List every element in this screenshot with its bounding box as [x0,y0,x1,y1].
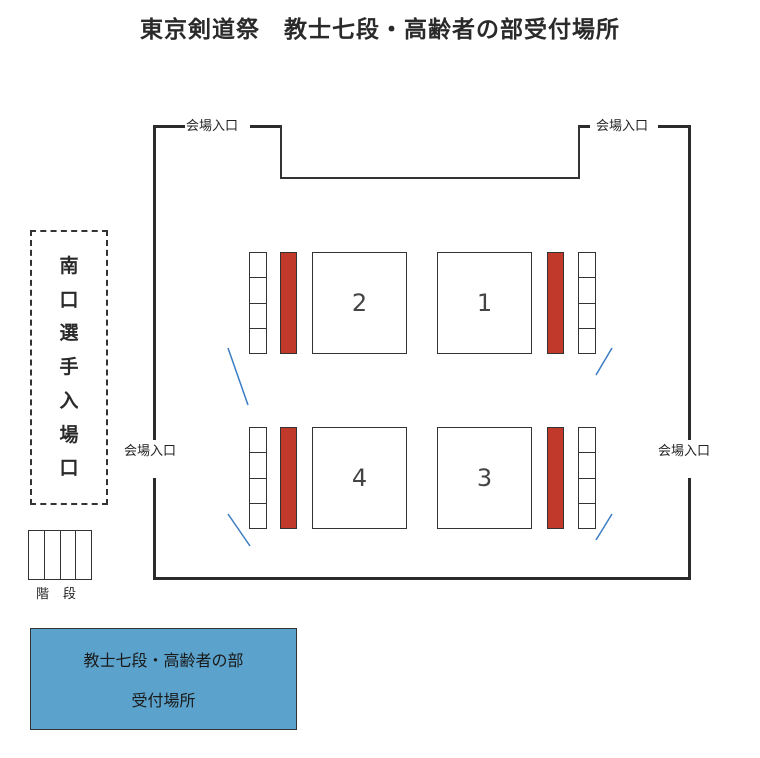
entrance-label-left: 会場入口 [124,444,177,460]
venue-wall-top-right [658,125,691,128]
venue-wall-left-lower [153,478,156,580]
reception-line-1: 教士七段・高齢者の部 [83,651,244,670]
venue-wall-bottom [153,577,691,580]
south-entrance-char: 手 [59,356,79,378]
venue-wall-left-upper [153,125,156,440]
diagonal-line-right-top [595,347,613,376]
venue-wall-right-lower [688,478,691,580]
diagonal-line-left-bottom [227,513,251,547]
south-entrance-char: 選 [59,322,79,345]
page-title: 東京剣道祭 教士七段・高齢者の部受付場所 [140,17,620,43]
seat-rack-right-top [578,252,596,354]
red-bench-right-top [547,252,564,354]
venue-wall-top-left [153,125,185,128]
red-bench-right-bottom [547,427,564,529]
diagonal-line-right-bottom [595,513,613,541]
seat-rack-left-top [249,252,267,354]
seat-rack-right-bottom [578,427,596,529]
south-entrance-char: 場 [59,423,79,446]
court-number: 2 [351,289,368,317]
south-entrance-char: 口 [59,288,79,311]
stairs-label: 階段 [36,587,91,602]
south-entrance-char: 南 [59,254,79,277]
diagonal-line-left-top [227,347,249,406]
red-bench-left-bottom [280,427,297,529]
reception-area: 教士七段・高齢者の部 受付場所 [30,628,297,730]
entrance-label-top-left: 会場入口 [186,119,239,135]
seat-rack-left-bottom [249,427,267,529]
court-2: 2 [312,252,407,354]
court-number: 3 [476,464,493,492]
stairs [28,530,92,580]
entrance-label-top-right: 会場入口 [596,119,649,135]
court-number: 1 [476,289,493,317]
court-number: 4 [351,464,368,492]
venue-wall-right-upper [688,125,691,440]
red-bench-left-top [280,252,297,354]
court-3: 3 [437,427,532,529]
south-entrance-char: 口 [59,457,79,480]
stage [280,125,580,179]
entrance-label-right: 会場入口 [658,444,711,460]
court-4: 4 [312,427,407,529]
reception-line-2: 受付場所 [131,691,196,710]
south-entrance-char: 入 [59,389,79,412]
court-1: 1 [437,252,532,354]
south-player-entrance: 南 口 選 手 入 場 口 [30,230,108,505]
